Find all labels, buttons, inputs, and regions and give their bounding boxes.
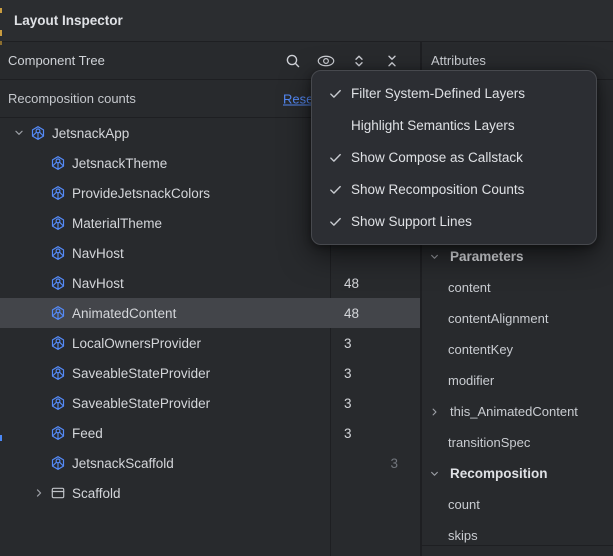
expand-all-icon[interactable] (349, 51, 369, 71)
tree-row[interactable]: Feed 3 (0, 418, 420, 448)
tree-row-label: NavHost (72, 276, 124, 291)
attribute-item[interactable]: content (422, 272, 613, 303)
tree-row-label: NavHost (72, 246, 124, 261)
tree-row-label: SaveableStateProvider (72, 366, 210, 381)
component-tree-toolbar (283, 51, 420, 71)
menu-item-label: Show Support Lines (351, 214, 472, 229)
chevron-down-icon[interactable] (8, 125, 30, 141)
edge-sliver (0, 30, 2, 36)
tree-row-label: Feed (72, 426, 103, 441)
recomposition-counts-label: Recomposition counts (8, 91, 136, 106)
view-options-icon[interactable] (316, 51, 336, 71)
menu-item[interactable]: Show Recomposition Counts (312, 173, 596, 205)
attributes-list: Parameters content contentAlignment content… (422, 241, 613, 551)
attributes-bottom-divider (422, 545, 613, 546)
attribute-label: modifier (448, 373, 494, 388)
recomposition-count: 3 (330, 388, 420, 418)
tree-row[interactable]: Scaffold (0, 478, 420, 508)
checkmark-icon (328, 181, 351, 197)
compose-node-icon (50, 395, 66, 411)
chevron-down-icon[interactable] (428, 249, 441, 265)
attribute-item[interactable]: modifier (422, 365, 613, 396)
tree-row-label: ProvideJetsnackColors (72, 186, 210, 201)
menu-item[interactable]: Show Support Lines (312, 205, 596, 237)
chevron-right-icon[interactable] (28, 485, 50, 501)
attribute-item[interactable]: skips (422, 520, 613, 551)
tree-row-label: AnimatedContent (72, 306, 176, 321)
recomposition-count: 3 (330, 358, 420, 388)
menu-item-label: Show Recomposition Counts (351, 182, 524, 197)
tree-row-label: Scaffold (72, 486, 121, 501)
checkmark-icon (328, 213, 351, 229)
edge-sliver (0, 8, 2, 13)
compose-node-icon (50, 365, 66, 381)
attribute-label: contentAlignment (448, 311, 548, 326)
checkmark-icon (328, 149, 351, 165)
compose-node-icon (50, 275, 66, 291)
compose-node-icon (30, 125, 46, 141)
component-tree-title: Component Tree (8, 53, 105, 68)
edge-sliver (0, 41, 2, 45)
attribute-item[interactable]: transitionSpec (422, 427, 613, 458)
menu-item[interactable]: Highlight Semantics Layers (312, 110, 596, 142)
attribute-label: Recomposition (450, 466, 548, 481)
chevron-down-icon[interactable] (428, 466, 441, 482)
compose-node-icon (50, 185, 66, 201)
attributes-section-header[interactable]: Recomposition (422, 458, 613, 489)
compose-node-icon (50, 455, 66, 471)
android-view-icon (50, 485, 66, 501)
recomposition-count: 3 (330, 418, 420, 448)
menu-item[interactable]: Show Compose as Callstack (312, 142, 596, 174)
attribute-label: Parameters (450, 249, 524, 264)
tree-row-label: JetsnackScaffold (72, 456, 174, 471)
menu-item[interactable]: Filter System-Defined Layers (312, 78, 596, 110)
recomposition-count: 48 (330, 268, 420, 298)
window-titlebar: Layout Inspector (0, 0, 613, 42)
tree-row[interactable]: JetsnackScaffold 3 (0, 448, 420, 478)
tree-row[interactable]: AnimatedContent 48 (0, 298, 420, 328)
menu-item-label: Filter System-Defined Layers (351, 86, 525, 101)
attribute-label: skips (448, 528, 478, 543)
recomposition-count: 48 (330, 298, 420, 328)
compose-node-icon (50, 305, 66, 321)
compose-node-icon (50, 425, 66, 441)
attribute-label: count (448, 497, 480, 512)
compose-node-icon (50, 215, 66, 231)
chevron-right-icon[interactable] (428, 404, 441, 420)
tree-row-label: SaveableStateProvider (72, 396, 210, 411)
attribute-item[interactable]: count (422, 489, 613, 520)
attribute-label: this_AnimatedContent (450, 404, 578, 419)
search-icon[interactable] (283, 51, 303, 71)
checkmark-icon (328, 86, 351, 102)
menu-item-label: Highlight Semantics Layers (351, 118, 515, 133)
tree-row-label: LocalOwnersProvider (72, 336, 201, 351)
attributes-section-header[interactable]: Parameters (422, 241, 613, 272)
view-options-menu: Filter System-Defined LayersHighlight Se… (311, 70, 597, 245)
attribute-item[interactable]: contentKey (422, 334, 613, 365)
window-title: Layout Inspector (14, 13, 123, 28)
recomposition-count: 3 (330, 328, 420, 358)
tree-row[interactable]: LocalOwnersProvider 3 (0, 328, 420, 358)
tree-row-label: JetsnackTheme (72, 156, 167, 171)
tree-row[interactable]: NavHost 48 (0, 268, 420, 298)
tree-row[interactable]: SaveableStateProvider 3 (0, 388, 420, 418)
compose-node-icon (50, 245, 66, 261)
compose-node-icon (50, 155, 66, 171)
recomposition-count: 3 (330, 448, 420, 478)
tree-row[interactable]: SaveableStateProvider 3 (0, 358, 420, 388)
attribute-label: contentKey (448, 342, 513, 357)
attribute-label: content (448, 280, 491, 295)
attribute-item[interactable]: this_AnimatedContent (422, 396, 613, 427)
compose-node-icon (50, 335, 66, 351)
collapse-all-icon[interactable] (382, 51, 402, 71)
attributes-title: Attributes (431, 53, 486, 68)
attribute-item[interactable]: contentAlignment (422, 303, 613, 334)
attribute-label: transitionSpec (448, 435, 530, 450)
tree-row-label: MaterialTheme (72, 216, 162, 231)
menu-item-label: Show Compose as Callstack (351, 150, 523, 165)
edge-sliver (0, 435, 2, 441)
tree-row-label: JetsnackApp (52, 126, 129, 141)
